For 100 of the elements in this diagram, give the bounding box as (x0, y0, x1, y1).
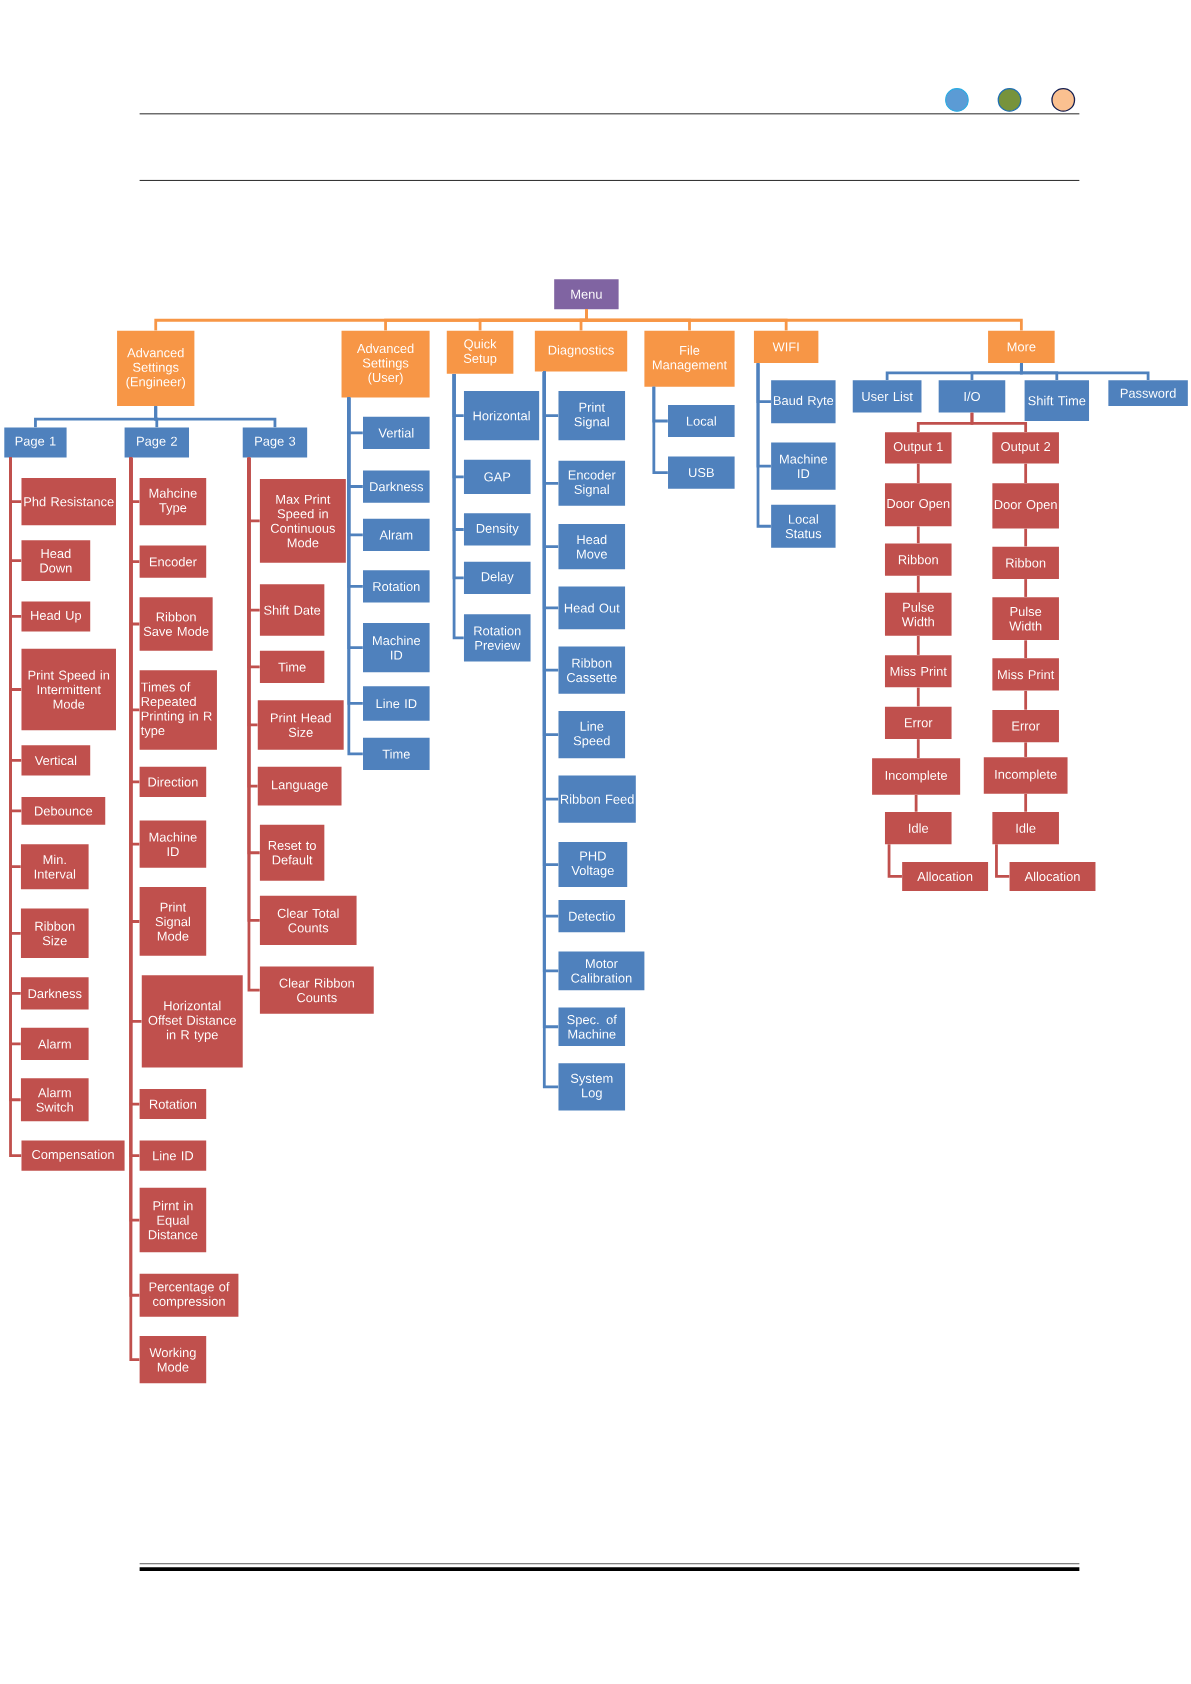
connector-line (652, 386, 668, 474)
menu-item-box: Page 2 (124, 427, 189, 458)
menu-item-box: Line ID (139, 1140, 207, 1171)
menu-item-box: Compensation (21, 1140, 125, 1171)
menu-item-box: Advanced Settings (Engineer) (117, 330, 195, 406)
connector-line (995, 844, 1010, 878)
menu-item-box: Detectio (558, 900, 626, 933)
menu-item-box: Ribbon Size (20, 908, 89, 958)
menu-item-box: Miss Print (884, 655, 952, 688)
connector-line (452, 373, 464, 640)
menu-item-box: Vertical (21, 745, 91, 776)
menu-item-box: USB (668, 456, 735, 489)
menu-item-box: Head Move (558, 524, 626, 570)
menu-item-box: Error (884, 706, 952, 739)
menu-item-box: Encoder Signal (558, 460, 626, 506)
menu-item-box: Ribbon Feed (558, 775, 636, 823)
menu-item-box: Rotation (139, 1089, 207, 1120)
menu-item-box: Print Speed in Intermittent Mode (21, 648, 116, 731)
menu-item-box: Print Signal (558, 390, 626, 441)
connector-line (1024, 463, 1028, 484)
menu-item-box: Print Head Size (257, 700, 344, 750)
menu-item-box: Debounce (21, 796, 106, 825)
menu-item-box: Pulse Width (884, 592, 952, 636)
menu-item-box: Clear Ribbon Counts (259, 966, 374, 1014)
menu-item-box: Output 1 (884, 432, 952, 464)
connector-line (1024, 640, 1028, 659)
menu-item-box: Allocation (1009, 861, 1096, 891)
menu-item-box: Machine ID (363, 622, 430, 673)
menu-item-box: More (988, 330, 1055, 363)
menu-item-box: Horizontal Offset Distance in R type (141, 975, 243, 1068)
menu-item-box: Output 2 (992, 432, 1059, 464)
menu-item-box: Ribbon (992, 546, 1059, 579)
menu-item-box: Head Up (21, 601, 91, 632)
menu-item-box: Local (668, 404, 735, 438)
connector-line (585, 309, 1023, 331)
menu-item-box: Density (463, 513, 531, 546)
menu-item-box: Miss Print (992, 658, 1059, 691)
connector-line (1019, 363, 1150, 380)
menu-item-box: GAP (463, 459, 531, 495)
menu-item-box: Clear Total Counts (259, 895, 357, 946)
connector-line (1024, 579, 1028, 597)
menu-item-box: Machine ID (771, 442, 836, 490)
menu-item-box: Head Out (558, 586, 626, 630)
menu-item-box: Line ID (363, 686, 430, 721)
connector-line (756, 363, 771, 528)
menu-item-box: Allocation (902, 861, 989, 891)
menu-item-box: Idle (992, 811, 1059, 845)
menu-item-box: Pulse Width (992, 597, 1059, 641)
menu-item-box: Quick Setup (446, 330, 514, 374)
menu-item-box: Motor Calibration (558, 951, 645, 991)
menu-item-box: Time (363, 737, 430, 771)
menu-item-box: Pirnt in Equal Distance (139, 1187, 207, 1253)
menu-item-box: Mahcine Type (139, 477, 207, 526)
menu-item-box: Ribbon (884, 543, 952, 576)
connector-line (1024, 793, 1028, 812)
menu-item-box: I/O (938, 380, 1006, 413)
connector-line (914, 794, 918, 812)
menu-item-box: Max Print Speed in Continuous Mode (259, 479, 346, 563)
menu-item-box: Shift Date (259, 584, 325, 636)
connector-line (916, 739, 920, 759)
menu-item-box: Alarm Switch (20, 1078, 89, 1122)
connector-line (970, 412, 1028, 433)
menu-item-box: Language (257, 766, 342, 806)
menu-item-box: Idle (884, 811, 952, 845)
menu-item-box: Time (259, 650, 325, 684)
menu-item-box: Percentage of compression (139, 1273, 239, 1317)
connector-line (887, 844, 902, 878)
menu-item-box: Incomplete (983, 757, 1068, 794)
menu-item-box: System Log (558, 1063, 626, 1111)
menu-item-box: Shift Time (1024, 380, 1089, 421)
menu-item-box: Phd Resistance (21, 477, 116, 526)
menu-item-box: Password (1108, 380, 1188, 406)
menu-item-box: Delay (463, 561, 531, 594)
menu-item-box: Error (992, 709, 1059, 743)
menu-item-box: Incomplete (872, 758, 961, 795)
menu-item-box: Darkness (20, 977, 89, 1010)
menu-item-box: Advanced Settings (User) (341, 330, 430, 398)
connector-line (1024, 742, 1028, 757)
menu-item-box: Head Down (21, 540, 91, 582)
menu-item-box: Direction (139, 766, 207, 797)
menu-item-box: Encoder (139, 545, 207, 578)
menu-item-box: Alarm (20, 1027, 89, 1061)
menu-item-box: Baud Ryte (771, 380, 836, 424)
menu-item-box: Spec. of Machine (558, 1007, 626, 1047)
menu-item-box: Ribbon Save Mode (139, 597, 213, 651)
menu-item-box: Times of Repeated Printing in R type (139, 670, 217, 750)
menu-item-box: Ribbon Cassette (558, 646, 626, 694)
menu-item-box: Door Open (884, 483, 952, 527)
menu-item-box: PHD Voltage (558, 842, 628, 888)
menu-item-box: Menu (554, 279, 619, 310)
connector-line (916, 636, 920, 655)
menu-item-box: Horizontal (463, 390, 540, 441)
menu-item-box: User List (852, 380, 922, 413)
menu-item-box: Min. Interval (20, 844, 89, 890)
menu-item-box: Working Mode (139, 1336, 207, 1384)
menu-item-box: Darkness (363, 470, 430, 503)
menu-item-box: File Management (644, 330, 735, 387)
menu-item-box: Local Status (771, 504, 836, 548)
menu-item-box: Door Open (992, 483, 1059, 529)
menu-item-box: Print Signal Mode (139, 887, 207, 956)
